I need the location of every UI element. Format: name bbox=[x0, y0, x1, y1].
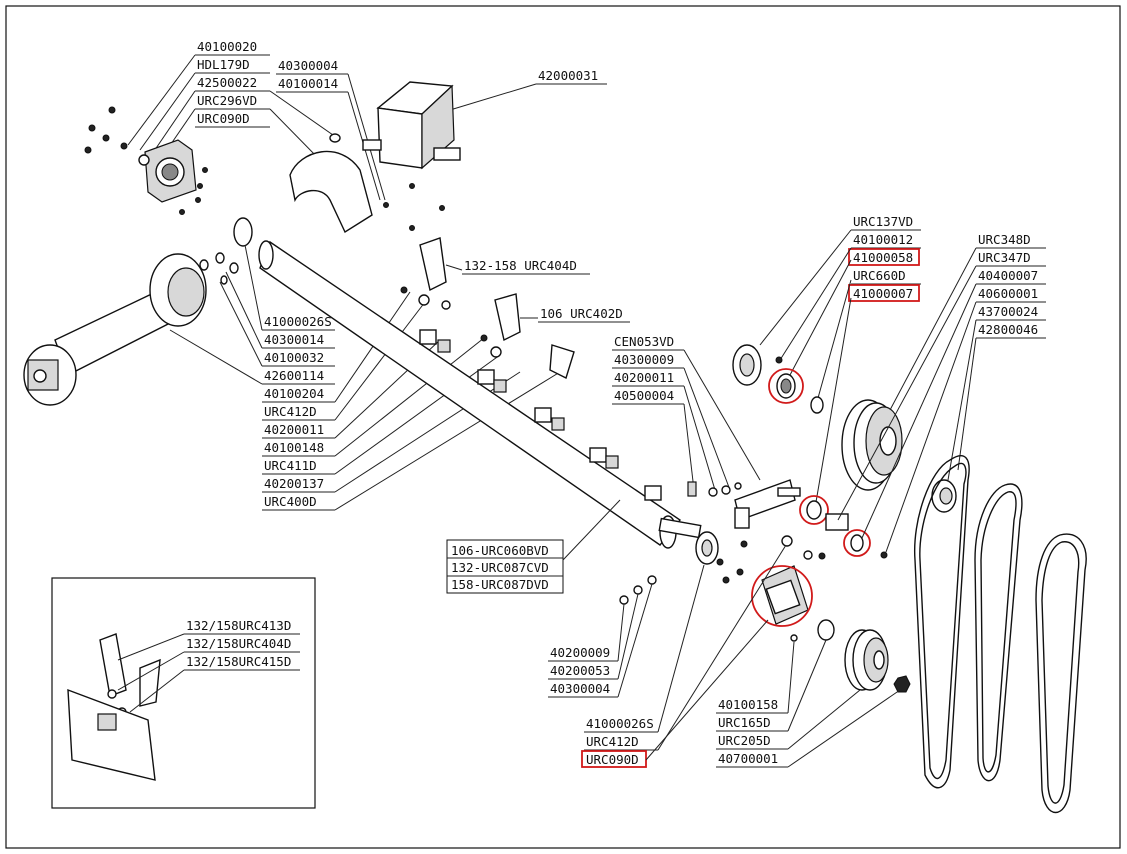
label-group-top-middle: 40300004 40100014 42000031 bbox=[276, 58, 607, 201]
part-label: URC412D bbox=[264, 404, 317, 419]
highlight-circle-bearing-2 bbox=[799, 495, 829, 525]
part-label: 132/158URC404D bbox=[186, 636, 291, 651]
drive-shaft bbox=[23, 253, 207, 406]
upper-pulley bbox=[841, 399, 903, 491]
part-label: CEN053VD bbox=[614, 334, 674, 349]
inset-detail: 132/158URC413D 132/158URC404D 132/158URC… bbox=[51, 577, 316, 809]
part-label: 40200011 bbox=[264, 422, 324, 437]
part-label: URC411D bbox=[264, 458, 317, 473]
part-label: 132/158URC413D bbox=[186, 618, 291, 633]
idler-pulley bbox=[931, 479, 957, 513]
part-label: 40100014 bbox=[278, 76, 338, 91]
part-label: 41000026S bbox=[586, 716, 654, 731]
part-label: URC205D bbox=[718, 733, 771, 748]
part-label: 132-URC087CVD bbox=[451, 560, 549, 575]
small-washers bbox=[199, 217, 253, 285]
label-group-right-top: URC137VD 40100012 41000058 URC660D 41000… bbox=[759, 214, 921, 503]
rotor-label-box: 106-URC060BVD 132-URC087CVD 158-URC087DV… bbox=[446, 499, 621, 594]
part-label: 40100158 bbox=[718, 697, 778, 712]
part-label: 40300004 bbox=[278, 58, 338, 73]
part-label: URC296VD bbox=[197, 93, 257, 108]
part-label: 40200011 bbox=[614, 370, 674, 385]
label-group-far-right: URC348D URC347D 40400007 40600001 437000… bbox=[837, 232, 1046, 553]
highlight-circle-bearing-3 bbox=[843, 529, 871, 557]
flail-brackets bbox=[419, 329, 662, 501]
part-label: 40300004 bbox=[550, 681, 610, 696]
label-group-bottom-middle: 40200009 40200053 40300004 bbox=[548, 583, 653, 698]
part-label: HDL179D bbox=[197, 57, 250, 72]
part-label: URC660D bbox=[853, 268, 906, 283]
tensioner-bracket bbox=[687, 479, 801, 529]
part-label: 41000026S bbox=[264, 314, 332, 329]
part-label: 41000007 bbox=[853, 286, 913, 301]
part-label: URC348D bbox=[978, 232, 1031, 247]
part-label: 42600114 bbox=[264, 368, 324, 383]
part-label: 40300009 bbox=[614, 352, 674, 367]
shield-cover bbox=[289, 133, 373, 234]
part-label: 40700001 bbox=[718, 751, 778, 766]
highlight-box-41000058 bbox=[848, 248, 920, 266]
part-label: 40200053 bbox=[550, 663, 610, 678]
part-label: 42000031 bbox=[538, 68, 598, 83]
highlight-box-41000007 bbox=[848, 284, 920, 302]
part-label: URC412D bbox=[586, 734, 639, 749]
highlight-circle-bearing bbox=[768, 368, 804, 404]
part-label: 42500022 bbox=[197, 75, 257, 90]
part-label: URC090D bbox=[197, 111, 250, 126]
part-label: 40600001 bbox=[978, 286, 1038, 301]
label-group-bottom: 41000026S URC412D URC090D bbox=[581, 544, 787, 768]
lower-pulley bbox=[817, 619, 911, 693]
rotor-tube bbox=[258, 240, 702, 549]
part-label: URC347D bbox=[978, 250, 1031, 265]
label-group-center: CEN053VD 40300009 40200011 40500004 bbox=[612, 334, 761, 491]
highlight-box-URC090D bbox=[581, 750, 647, 768]
gearbox bbox=[362, 81, 461, 231]
flail-knives: 132-158 URC404D 106 URC402D bbox=[400, 237, 630, 379]
part-label: 106-URC060BVD bbox=[451, 543, 549, 558]
part-label: 132-158 URC404D bbox=[464, 258, 577, 273]
label-group-top-left: 40100020 HDL179D 42500022 URC296VD URC09… bbox=[127, 39, 334, 161]
part-label: 106 URC402D bbox=[540, 306, 623, 321]
part-label: URC165D bbox=[718, 715, 771, 730]
part-label: 40100020 bbox=[197, 39, 257, 54]
label-group-bottom-right: 40100158 URC165D URC205D 40700001 bbox=[716, 639, 901, 768]
drawing-frame bbox=[5, 5, 1121, 849]
part-label: 40200137 bbox=[264, 476, 324, 491]
part-label: 40100012 bbox=[853, 232, 913, 247]
part-label: 43700024 bbox=[978, 304, 1038, 319]
part-label: 132/158URC415D bbox=[186, 654, 291, 669]
bearing-cover-parts bbox=[732, 344, 888, 559]
part-label: 40400007 bbox=[978, 268, 1038, 283]
part-label: 40100032 bbox=[264, 350, 324, 365]
part-label: 40100148 bbox=[264, 440, 324, 455]
v-belts bbox=[913, 455, 1087, 814]
part-label: URC090D bbox=[586, 752, 639, 767]
part-label: 158-URC087DVD bbox=[451, 577, 549, 592]
bottom-flange-bearing bbox=[695, 531, 826, 642]
part-label: URC137VD bbox=[853, 214, 913, 229]
label-group-left: 41000026S 40300014 40100032 42600114 401… bbox=[169, 244, 561, 511]
part-label: 40300014 bbox=[264, 332, 324, 347]
part-label: 42800046 bbox=[978, 322, 1038, 337]
part-label: 40500004 bbox=[614, 388, 674, 403]
part-label: 41000058 bbox=[853, 250, 913, 265]
part-label: 40200009 bbox=[550, 645, 610, 660]
part-label: 40100204 bbox=[264, 386, 324, 401]
highlight-circle-flange bbox=[751, 565, 813, 627]
part-label: URC400D bbox=[264, 494, 317, 509]
flange-bearing-assembly bbox=[84, 106, 208, 215]
